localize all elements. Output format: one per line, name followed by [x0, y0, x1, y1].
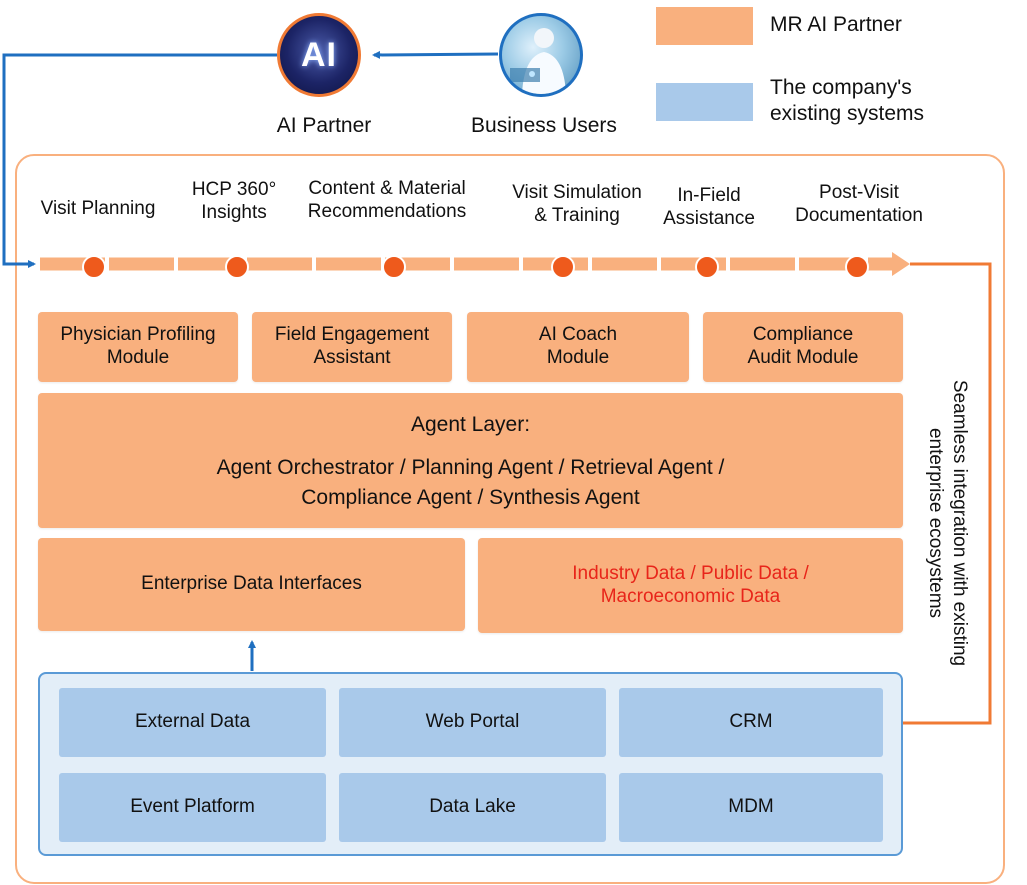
- module-physician-profiling: Physician Profiling Module: [38, 312, 238, 382]
- module-field-engagement: Field Engagement Assistant: [252, 312, 452, 382]
- timeline-to-crm-arrow: [890, 262, 992, 728]
- module-compliance-audit: Compliance Audit Module: [703, 312, 903, 382]
- step-visit-planning: Visit Planning: [40, 197, 156, 219]
- ai-partner-label: AI Partner: [276, 114, 372, 138]
- timeline-dot: [382, 255, 406, 279]
- timeline-dot: [845, 255, 869, 279]
- system-event-platform: Event Platform: [59, 773, 326, 842]
- enterprise-data-interfaces: Enterprise Data Interfaces: [38, 538, 465, 631]
- step-visit-simulation: Visit Simulation & Training: [512, 182, 642, 226]
- agent-layer-title: Agent Layer:: [410, 413, 531, 437]
- ai-logo-text: AI: [301, 35, 337, 74]
- system-mdm: MDM: [619, 773, 883, 842]
- module-ai-coach: AI Coach Module: [467, 312, 689, 382]
- system-web-portal: Web Portal: [339, 688, 606, 757]
- main-container: [15, 154, 1005, 884]
- industry-public-macro-data: Industry Data / Public Data / Macroecono…: [478, 538, 903, 633]
- timeline-arrowhead: [892, 252, 910, 276]
- business-users-label: Business Users: [471, 114, 617, 138]
- step-content-recommendations: Content & Material Recommendations: [307, 178, 467, 222]
- agent-layer-line2: Compliance Agent / Synthesis Agent: [301, 486, 640, 510]
- business-users-icon: [499, 13, 583, 97]
- legend-label-existing: The company's existing systems: [770, 76, 925, 126]
- ai-partner-icon: AI: [277, 13, 361, 97]
- timeline-dot: [225, 255, 249, 279]
- users-to-ai-arrow: [372, 50, 499, 59]
- ai-to-timeline-arrow: [2, 53, 277, 268]
- system-data-lake: Data Lake: [339, 773, 606, 842]
- timeline-dot: [551, 255, 575, 279]
- legend-label-mr-ai: MR AI Partner: [770, 13, 902, 36]
- agent-layer: Agent Layer: Agent Orchestrator / Planni…: [38, 393, 903, 528]
- step-hcp-insights: HCP 360° Insights: [191, 179, 277, 223]
- legend-swatch-orange: [656, 7, 753, 45]
- legend-swatch-blue: [656, 83, 753, 121]
- timeline-dot: [695, 255, 719, 279]
- timeline-dot: [82, 255, 106, 279]
- agent-layer-line1: Agent Orchestrator / Planning Agent / Re…: [216, 456, 725, 480]
- system-crm: CRM: [619, 688, 883, 757]
- step-in-field-assistance: In-Field Assistance: [663, 185, 755, 229]
- system-external-data: External Data: [59, 688, 326, 757]
- step-post-visit-documentation: Post-Visit Documentation: [795, 182, 923, 226]
- integration-side-text: Seamless integration with existing enter…: [925, 379, 970, 667]
